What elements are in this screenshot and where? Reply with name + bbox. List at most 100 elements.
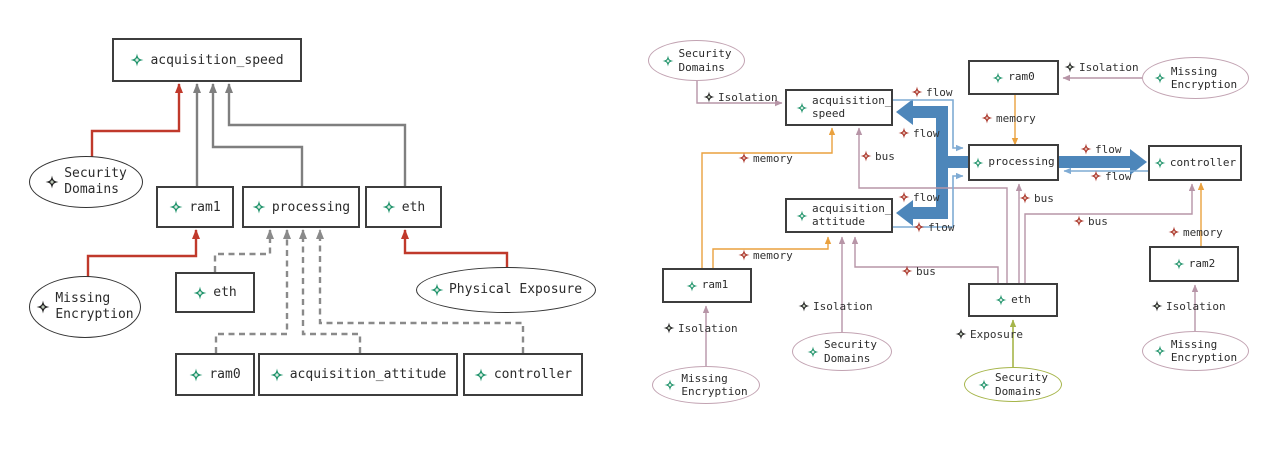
edge-label-text: bus xyxy=(1088,214,1108,228)
sparkle-icon xyxy=(664,379,676,391)
edge-controller-to-processing-dashed xyxy=(316,229,525,353)
node-acquisition-attitude: acquisition_attitude xyxy=(258,353,458,396)
node-label: controller xyxy=(493,367,573,382)
sparkle-icon xyxy=(382,200,396,214)
edge-label-text: memory xyxy=(1183,225,1223,239)
memory-icon xyxy=(981,112,993,124)
node-label: ram0 xyxy=(1008,70,1035,84)
edge-physicalexposure-to-eth xyxy=(401,229,509,268)
node-label: acquisition_ speed xyxy=(812,93,892,120)
sparkle-icon xyxy=(36,300,50,314)
isolation-icon xyxy=(1151,300,1163,312)
edge-label-isolation: Isolation xyxy=(1151,300,1226,312)
node-ram1: ram1 xyxy=(662,268,752,303)
edge-eth-to-acqspeed xyxy=(225,83,407,186)
edge-ram0-to-processing-dashed xyxy=(214,229,291,353)
edge-label-text: Isolation xyxy=(1079,60,1139,74)
node-label: processing xyxy=(988,155,1055,169)
bus-icon xyxy=(901,265,913,277)
edge-missingencryption-to-ram1 xyxy=(86,229,200,277)
edge-memory-ram1-to-acqspeed xyxy=(701,127,836,268)
node-label: eth xyxy=(401,199,426,215)
edge-label-text: memory xyxy=(753,151,793,165)
ellipse-label: Security Domains xyxy=(995,371,1048,398)
ellipse-security-domains: Security Domains xyxy=(29,156,143,208)
flow-icon xyxy=(1080,143,1092,155)
ellipse-label: Missing Encryption xyxy=(1170,64,1238,91)
edge-label-flow: flow xyxy=(913,221,955,233)
sparkle-icon xyxy=(45,175,59,189)
sparkle-icon xyxy=(686,279,698,292)
edge-securitydomains-to-acqspeed xyxy=(90,83,183,158)
bus-icon xyxy=(1019,192,1031,204)
sparkle-icon xyxy=(661,54,674,67)
node-acquisition-speed: acquisition_speed xyxy=(112,38,302,82)
edge-label-memory: memory xyxy=(738,152,793,164)
edge-label-isolation: Isolation xyxy=(798,300,873,312)
sparkle-icon xyxy=(972,156,984,169)
edge-label-text: Exposure xyxy=(970,327,1023,341)
flow-icon xyxy=(898,191,910,203)
edge-label-text: flow xyxy=(913,190,940,204)
edge-label-text: bus xyxy=(875,149,895,163)
sparkle-icon xyxy=(430,283,444,297)
sparkle-icon xyxy=(992,71,1004,84)
edge-flow-processing-to-acqattitude xyxy=(913,157,948,219)
flow-thick-edges xyxy=(896,99,1147,226)
node-label: eth xyxy=(1011,292,1031,306)
node-label: processing xyxy=(271,199,351,215)
node-label: acquisition_speed xyxy=(150,52,284,68)
node-processing: processing xyxy=(968,144,1059,181)
exposure-icon xyxy=(955,328,967,340)
edge-label-isolation: Isolation xyxy=(663,322,738,334)
ellipse-label: Security Domains xyxy=(64,166,127,197)
node-ram1: ram1 xyxy=(156,186,234,228)
ellipse-missing-encryption-topright: Missing Encryption xyxy=(1142,57,1249,99)
flow-icon xyxy=(898,127,910,139)
ellipse-label: Security Domains xyxy=(824,338,877,365)
sparkle-icon xyxy=(796,209,808,222)
ellipse-missing-encryption-bottomright: Missing Encryption xyxy=(1142,331,1249,371)
edge-label-text: Isolation xyxy=(718,90,778,104)
edge-label-text: Isolation xyxy=(1166,299,1226,313)
edge-label-memory: memory xyxy=(981,112,1036,124)
sparkle-icon xyxy=(995,294,1007,306)
node-ram0: ram0 xyxy=(968,60,1059,95)
ellipse-security-domains-green: Security Domains xyxy=(964,367,1062,402)
node-ram2: ram2 xyxy=(1149,246,1239,282)
edge-label-memory: memory xyxy=(1168,226,1223,238)
edge-label-bus: bus xyxy=(1019,192,1054,204)
node-eth-small: eth xyxy=(175,272,255,313)
left-diagram-edges xyxy=(86,83,525,353)
edge-label-text: bus xyxy=(916,264,936,278)
edge-flow-acqspeed-to-processing xyxy=(893,99,964,152)
sparkle-icon xyxy=(474,368,488,382)
flow-arrowhead xyxy=(1130,149,1147,175)
edge-label-text: memory xyxy=(753,248,793,262)
edge-label-bus: bus xyxy=(1073,215,1108,227)
sparkle-icon xyxy=(189,368,203,382)
sparkle-icon xyxy=(252,200,266,214)
edge-label-isolation: Isolation xyxy=(703,91,778,103)
flow-arrowhead xyxy=(896,99,913,125)
sparkle-icon xyxy=(796,101,808,114)
edge-label-flow: flow xyxy=(1080,143,1122,155)
node-processing: processing xyxy=(242,186,360,228)
ellipse-label: Security Domains xyxy=(678,47,732,74)
edge-label-text: bus xyxy=(1034,191,1054,205)
edge-label-flow: flow xyxy=(911,86,953,98)
node-acquisition-speed: acquisition_ speed xyxy=(785,89,893,126)
bus-icon xyxy=(860,150,872,162)
memory-icon xyxy=(1168,226,1180,238)
flow-icon xyxy=(1090,170,1102,182)
sparkle-icon xyxy=(130,53,144,67)
edge-label-exposure: Exposure xyxy=(955,328,1023,340)
isolation-icon xyxy=(1064,61,1076,73)
edge-memory-ram1-to-acqattitude xyxy=(712,236,832,268)
edge-eth-to-processing-dashed xyxy=(213,229,274,272)
node-label: ram1 xyxy=(189,199,221,215)
node-ram0: ram0 xyxy=(175,353,255,396)
edge-bus-eth-to-acqspeed xyxy=(855,127,1008,283)
